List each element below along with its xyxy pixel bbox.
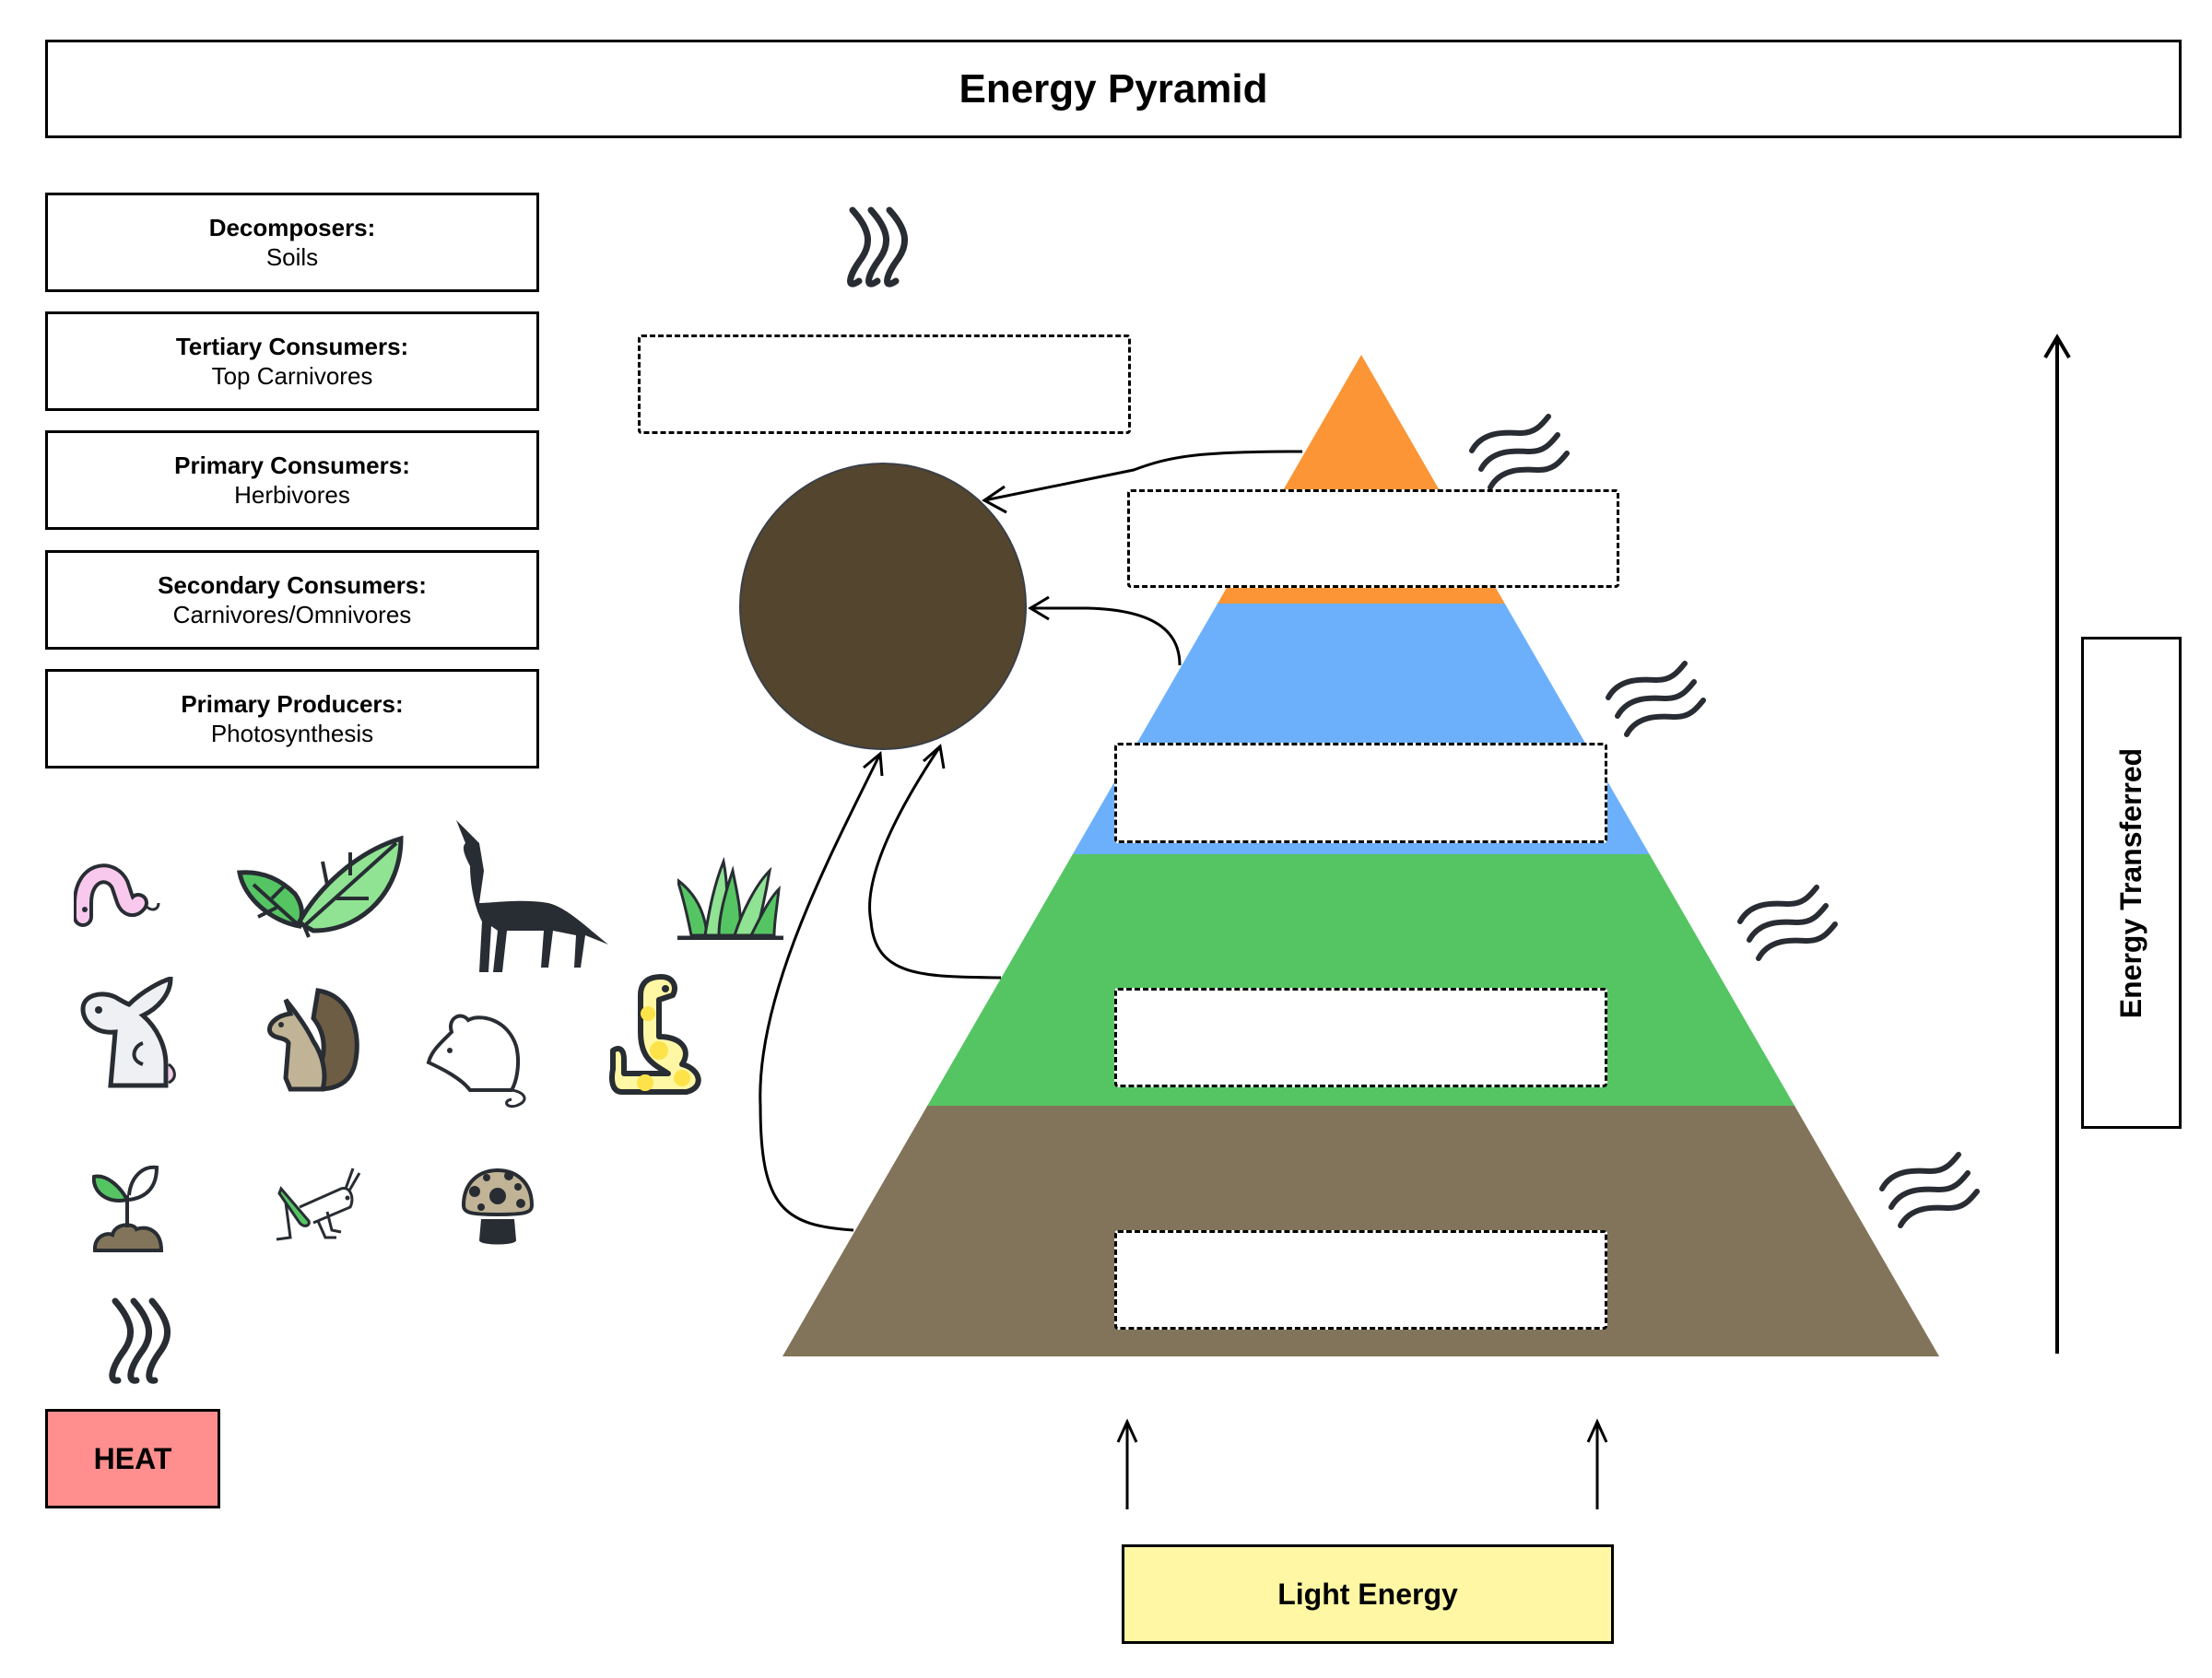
legend-subtitle: Soils <box>265 243 319 271</box>
flow-arrows <box>759 450 1303 1232</box>
energy-transferred-label: Energy Transferred <box>2114 747 2148 1018</box>
legend-box-producers[interactable]: Primary Producers: Photosynthesis <box>45 669 539 769</box>
legend-title: Primary Consumers: <box>174 451 410 479</box>
energy-transferred-box[interactable]: Energy Transferred <box>2081 637 2182 1129</box>
arrowhead <box>982 485 1007 514</box>
arrowhead <box>863 751 884 777</box>
mouse-icon[interactable] <box>424 1009 544 1110</box>
sprout-icon[interactable] <box>92 1163 166 1255</box>
heat-wave-icon-secondary <box>1606 661 1706 737</box>
answer-box-secondary[interactable] <box>1114 743 1607 843</box>
rabbit-icon[interactable] <box>78 977 189 1092</box>
arrowhead <box>1586 1418 1608 1443</box>
legend-title: Secondary Consumers: <box>158 570 427 599</box>
light-energy-box[interactable]: Light Energy <box>1122 1544 1614 1644</box>
legend-title: Primary Producers: <box>181 689 404 718</box>
arrowhead <box>2043 334 2071 359</box>
decomposer-circle <box>739 463 1027 750</box>
legend-subtitle: Top Carnivores <box>211 362 373 390</box>
leaves-icon[interactable] <box>235 834 406 940</box>
energy-transferred-arrow <box>2043 334 2071 1354</box>
light-energy-label: Light Energy <box>1277 1577 1458 1611</box>
arrow-primary-to-decomposer <box>868 745 1002 980</box>
heat-wave-icon-primary <box>1737 885 1838 961</box>
grass-icon[interactable] <box>677 857 783 940</box>
arrowhead <box>1028 595 1050 621</box>
grasshopper-icon[interactable] <box>272 1166 364 1244</box>
legend-box-tertiary[interactable]: Tertiary Consumers: Top Carnivores <box>45 311 539 411</box>
heat-wave-icon-left <box>109 1297 171 1384</box>
answer-box-producers[interactable] <box>1114 1230 1607 1330</box>
heat-wave-icon-producers <box>1879 1152 1980 1228</box>
legend-subtitle: Carnivores/Omnivores <box>172 601 412 628</box>
heat-wave-icon-tertiary <box>1469 414 1570 490</box>
squirrel-icon[interactable] <box>263 986 364 1092</box>
wolf-icon[interactable] <box>447 816 613 977</box>
answer-box-primary[interactable] <box>1114 988 1607 1087</box>
legend-title: Decomposers: <box>208 213 376 241</box>
arrowhead <box>1116 1418 1138 1443</box>
light-arrows <box>1116 1418 1608 1509</box>
heat-box[interactable]: HEAT <box>45 1409 220 1508</box>
arrow-producers-to-decomposer <box>759 753 882 1232</box>
snake-icon[interactable] <box>604 972 728 1097</box>
arrowhead <box>923 744 946 769</box>
title-box: Energy Pyramid <box>45 40 2182 138</box>
page-title: Energy Pyramid <box>959 65 1268 111</box>
legend-subtitle: Herbivores <box>234 481 350 509</box>
legend-box-decomposers[interactable]: Decomposers: Soils <box>45 193 539 292</box>
heat-label: HEAT <box>93 1441 172 1475</box>
heat-wave-icon <box>847 206 909 287</box>
worm-icon[interactable] <box>74 862 184 931</box>
legend-subtitle: Photosynthesis <box>210 720 374 747</box>
legend-box-primary-consumers[interactable]: Primary Consumers: Herbivores <box>45 430 539 530</box>
answer-box-decomposers[interactable] <box>638 334 1131 434</box>
legend-title: Tertiary Consumers: <box>175 332 409 360</box>
arrow-tertiary-to-decomposer <box>983 450 1303 502</box>
arrow-secondary-to-decomposer <box>1030 606 1182 666</box>
legend-box-secondary[interactable]: Secondary Consumers: Carnivores/Omnivore… <box>45 550 539 650</box>
mushroom-icon[interactable] <box>461 1168 535 1247</box>
answer-box-tertiary[interactable] <box>1127 489 1619 588</box>
